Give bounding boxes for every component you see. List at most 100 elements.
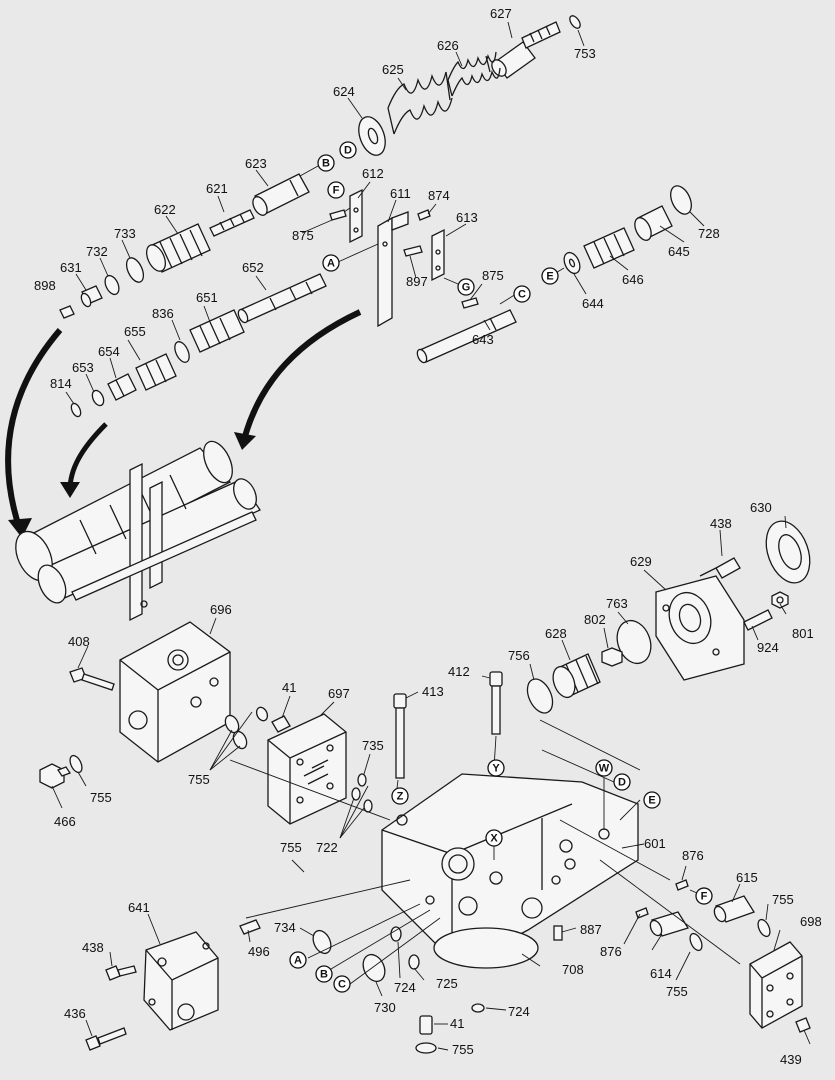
plug-645 bbox=[634, 205, 673, 241]
callout-cf2: F bbox=[695, 887, 713, 905]
callout-circle bbox=[315, 965, 333, 983]
bolt-412 bbox=[489, 671, 503, 735]
plunger-615 bbox=[713, 895, 755, 923]
o-ring-753 bbox=[569, 15, 581, 29]
leader-lines bbox=[51, 21, 811, 1051]
bolt-408 bbox=[69, 667, 115, 691]
part-label-631: 631 bbox=[60, 260, 82, 275]
part-label-629: 629 bbox=[630, 554, 652, 569]
callout-ce2: E bbox=[643, 791, 661, 809]
part-label-724a: 724 bbox=[394, 980, 416, 995]
callout-letter: B bbox=[322, 158, 330, 170]
callout-circle bbox=[595, 759, 613, 777]
callout-ce1: E bbox=[541, 267, 559, 285]
stem-621 bbox=[209, 209, 255, 237]
part-label-628: 628 bbox=[545, 626, 567, 641]
o-ring-728 bbox=[670, 185, 692, 215]
part-label-756: 756 bbox=[508, 648, 530, 663]
part-label-645: 645 bbox=[668, 244, 690, 259]
part-label-755e: 755 bbox=[666, 984, 688, 999]
part-label-753a: 753 bbox=[574, 46, 596, 61]
lever-613 bbox=[431, 228, 445, 282]
part-label-654: 654 bbox=[98, 344, 120, 359]
cover-698 bbox=[749, 941, 803, 1029]
spool-623 bbox=[252, 173, 310, 216]
callout-cf1: F bbox=[327, 181, 345, 199]
part-label-875a: 875 bbox=[292, 228, 314, 243]
callout-circle bbox=[613, 773, 631, 791]
o-ring-730 bbox=[362, 953, 386, 983]
callout-letter: X bbox=[490, 833, 498, 845]
callout-cd2: D bbox=[613, 773, 631, 791]
check-41-lower bbox=[419, 1015, 433, 1035]
check-41-upper bbox=[271, 715, 291, 733]
part-label-728: 728 bbox=[698, 226, 720, 241]
washer-624 bbox=[358, 116, 386, 156]
part-label-621: 621 bbox=[206, 181, 228, 196]
part-label-439: 439 bbox=[780, 1052, 802, 1067]
part-label-496: 496 bbox=[248, 944, 270, 959]
o-ring-733 bbox=[125, 257, 145, 283]
callout-cw: W bbox=[595, 759, 613, 777]
pin-897 bbox=[403, 245, 423, 257]
spring-628 bbox=[552, 653, 601, 699]
spool-643 bbox=[416, 309, 517, 364]
callout-circle bbox=[695, 887, 713, 905]
seal-708 bbox=[433, 927, 539, 969]
pin-874 bbox=[417, 209, 431, 221]
part-label-413: 413 bbox=[422, 684, 444, 699]
callout-ca1: A bbox=[322, 254, 340, 272]
callout-letter: C bbox=[518, 289, 526, 301]
part-label-836: 836 bbox=[152, 306, 174, 321]
part-label-612: 612 bbox=[362, 166, 384, 181]
plug-631 bbox=[80, 285, 103, 308]
callout-circle bbox=[317, 154, 335, 172]
o-ring-755-614 bbox=[689, 932, 703, 952]
part-label-436: 436 bbox=[64, 1006, 86, 1021]
callout-letter: Y bbox=[492, 763, 500, 775]
callout-circle bbox=[327, 181, 345, 199]
callout-cz: Z bbox=[391, 787, 409, 805]
part-label-814: 814 bbox=[50, 376, 72, 391]
o-ring-755-466 bbox=[69, 754, 83, 774]
callout-letter: F bbox=[701, 891, 708, 903]
o-ring-724-left bbox=[390, 926, 402, 942]
part-label-601: 601 bbox=[644, 836, 666, 851]
part-label-655: 655 bbox=[124, 324, 146, 339]
part-label-698: 698 bbox=[800, 914, 822, 929]
part-label-615: 615 bbox=[736, 870, 758, 885]
part-label-641: 641 bbox=[128, 900, 150, 915]
o-ring-725 bbox=[408, 954, 420, 970]
spool-652 bbox=[237, 273, 327, 324]
callout-letter: C bbox=[338, 979, 346, 991]
part-label-755a: 755 bbox=[188, 772, 210, 787]
callout-circle bbox=[322, 254, 340, 272]
lever-611 bbox=[377, 211, 409, 328]
callout-letter: D bbox=[618, 777, 626, 789]
o-ring-755-615 bbox=[757, 918, 771, 938]
bolt-439 bbox=[795, 1017, 811, 1033]
callout-letter: B bbox=[320, 969, 328, 981]
part-label-733: 733 bbox=[114, 226, 136, 241]
pin-887 bbox=[553, 925, 563, 941]
callout-letter: G bbox=[462, 282, 471, 294]
part-label-755f: 755 bbox=[452, 1042, 474, 1057]
callout-cb2: B bbox=[315, 965, 333, 983]
part-label-735: 735 bbox=[362, 738, 384, 753]
callout-letter: D bbox=[344, 145, 352, 157]
pin-876-upper bbox=[675, 879, 689, 891]
part-label-730: 730 bbox=[374, 1000, 396, 1015]
part-label-755d: 755 bbox=[772, 892, 794, 907]
callout-cx: X bbox=[485, 829, 503, 847]
spring-626 bbox=[447, 51, 501, 97]
o-ring-755-bottom bbox=[415, 1042, 437, 1054]
block-696 bbox=[119, 621, 231, 763]
part-label-722: 722 bbox=[316, 840, 338, 855]
callout-cg1: G bbox=[457, 278, 475, 296]
part-label-653: 653 bbox=[72, 360, 94, 375]
plunger-614 bbox=[649, 911, 689, 937]
callout-circle bbox=[487, 759, 505, 777]
